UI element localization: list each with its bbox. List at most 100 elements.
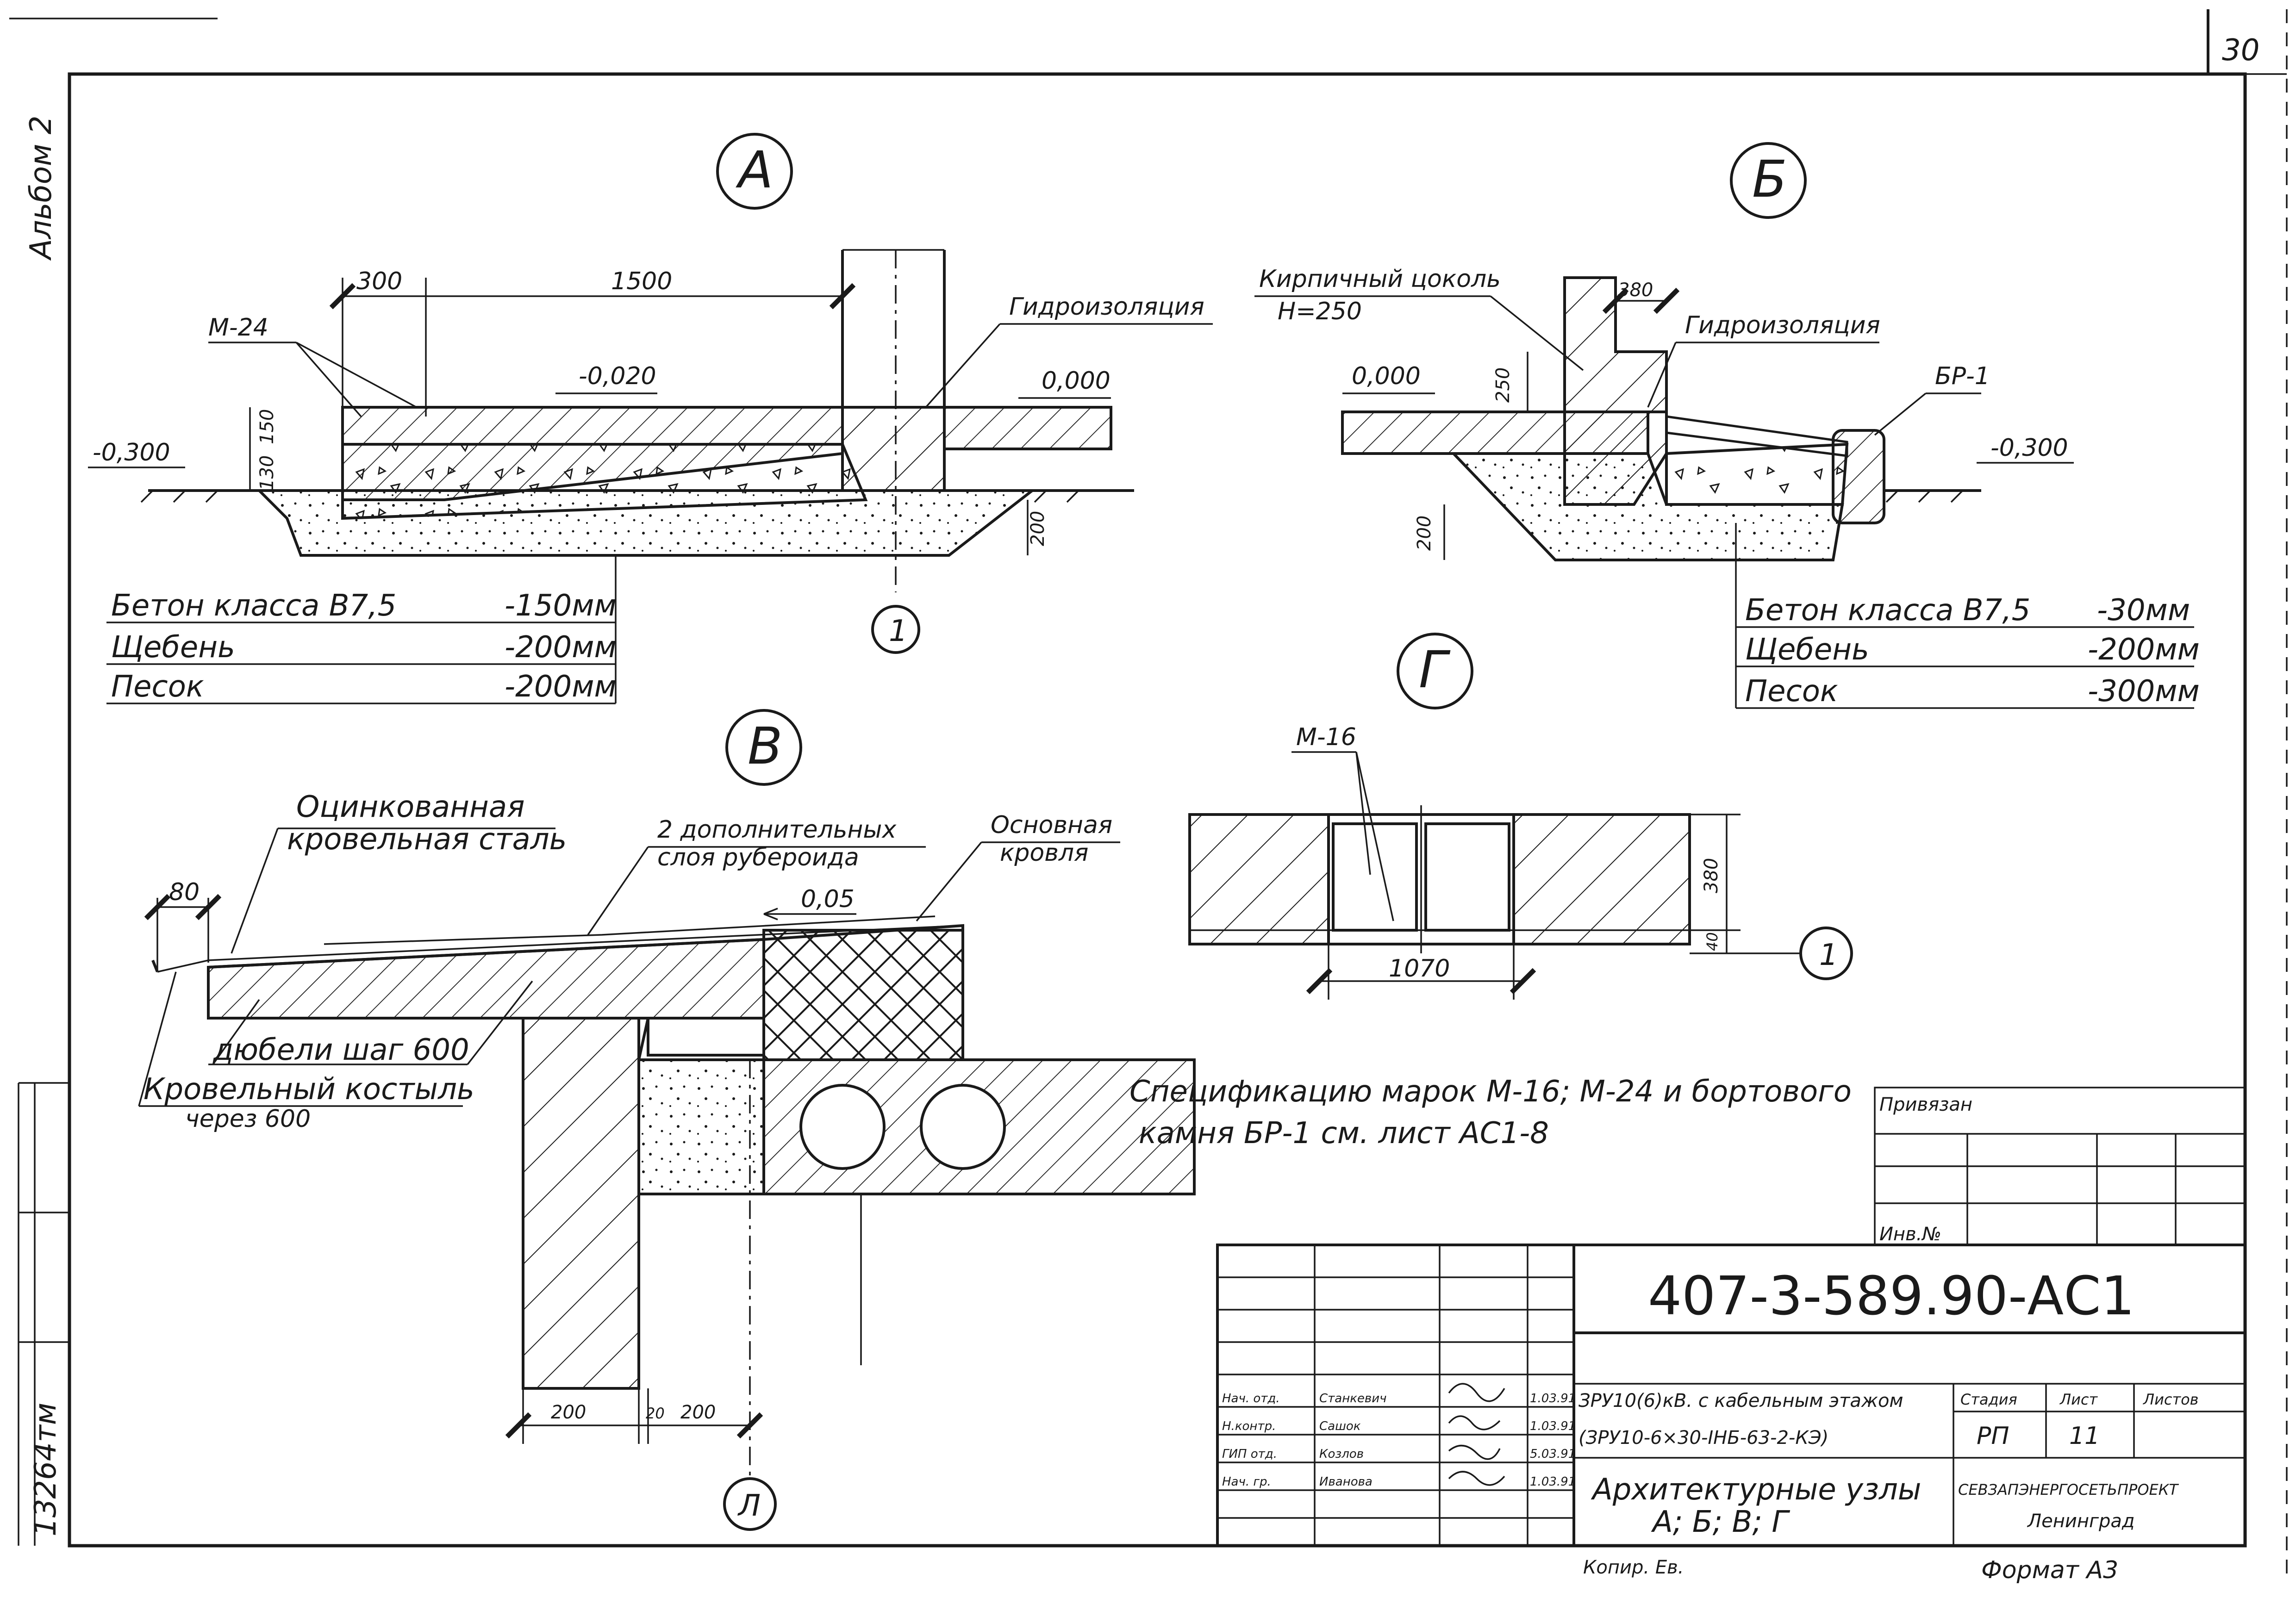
node-g-dim-40: 40 [1703, 932, 1721, 951]
node-v-steel-label-2: кровельная сталь [287, 822, 567, 857]
signature-4 [1448, 1471, 1505, 1486]
signer-name: Сашок [1319, 1419, 1361, 1433]
node-v-axis-l: Л [737, 1489, 761, 1523]
signer-date: 1.03.91 [1530, 1419, 1576, 1433]
sheets-header: Листов [2143, 1391, 2199, 1408]
page-number: 30 [2222, 33, 2259, 68]
node-a-floor-slab [943, 406, 1112, 450]
node-v-dim-80: 80 [169, 878, 200, 906]
project-line1: ЗРУ10(6)кВ. с кабельным этажом [1578, 1390, 1903, 1412]
node-a-axis-marker [871, 605, 920, 654]
node-b-dim-200: 200 [1414, 516, 1435, 551]
node-a-dim-300: 300 [356, 267, 402, 295]
stage-value: РП [1977, 1422, 2009, 1450]
signer-date: 1.03.91 [1530, 1392, 1576, 1405]
node-g-axis-1: 1 [1819, 938, 1838, 972]
node-b-dim-380: 380 [1618, 280, 1653, 301]
stamp-linked-label: Привязан [1879, 1094, 1972, 1115]
signer-role: Н.контр. [1222, 1419, 1276, 1433]
node-v-ruberoid-label: 2 дополнительных [657, 816, 897, 844]
node-g-dim-1070: 1070 [1389, 955, 1450, 983]
node-v-ruberoid-label-2: слоя рубероида [657, 844, 859, 871]
project-line2: (ЗРУ10-6×30-IНБ-63-2-КЭ) [1578, 1427, 1828, 1449]
org-city: Ленинград [2027, 1511, 2135, 1532]
node-b-plinth-height: Н=250 [1278, 298, 1362, 325]
node-v-steel-label: Оцинкованная [296, 790, 525, 824]
node-b-dim-250: 250 [1492, 367, 1514, 403]
node-b-plinth-label: Кирпичный цоколь [1259, 265, 1501, 293]
sheet-title-line1: Архитектурные узлы [1591, 1473, 1921, 1507]
node-g-dim-380: 380 [1701, 858, 1722, 893]
archive-code: 13264тм [29, 1403, 63, 1536]
node-g: Г М-16 380 40 1070 1 [1188, 633, 1853, 1000]
node-b-label: Б [1752, 149, 1787, 209]
node-a-waterproofing: Гидроизоляция [1009, 293, 1204, 321]
node-v-concrete [637, 1058, 765, 1195]
node-a-layer-thickness: -200мм [505, 630, 617, 665]
node-g-wall-left [1188, 813, 1330, 945]
signer-role: ГИП отд. [1222, 1447, 1277, 1461]
node-b-layer-name: Песок [1745, 674, 1838, 709]
node-a-mark-m24: М-24 [208, 314, 268, 342]
signer-role: Нач. гр. [1222, 1475, 1271, 1489]
node-b-layer-name: Бетон класса В7,5 [1745, 593, 2030, 628]
sheet-header: Лист [2059, 1391, 2098, 1408]
signature-2 [1448, 1415, 1501, 1430]
node-b-layer-thickness: -30мм [2097, 593, 2190, 628]
node-g-mark-m16: М-16 [1296, 723, 1356, 751]
node-v-crutch-2: через 600 [185, 1105, 311, 1133]
node-b: Б 380 250 200 Кирпичный цоколь Н=250 Гид… [1254, 142, 2200, 709]
node-b-mark-br1: БР-1 [1935, 362, 1990, 390]
node-v-ruberoid [324, 915, 936, 945]
node-a-axis-1: 1 [889, 614, 908, 648]
node-a-wall [841, 250, 946, 407]
node-a-layer-name: Бетон класса В7,5 [111, 589, 396, 623]
node-b-layer-thickness: -300мм [2088, 674, 2200, 709]
spec-note-line2: камня БР-1 см. лист АС1-8 [1139, 1116, 1549, 1150]
node-a-marker [716, 133, 793, 210]
node-a-layer-name: Песок [111, 670, 204, 704]
signature-3 [1448, 1444, 1501, 1460]
doc-code: 407-3-589.90-АС1 [1648, 1265, 2135, 1327]
node-v-marker [725, 709, 802, 786]
node-v-dowels: дюбели шаг 600 [212, 1033, 469, 1067]
sheet-frame [9, 9, 2288, 1573]
node-g-marker [1397, 633, 1473, 709]
node-v-roof-label-2: кровля [1000, 839, 1088, 867]
stamp-linked: Привязан Инв.№ [1874, 1087, 2246, 1246]
stage-header: Стадия [1960, 1391, 2017, 1408]
spec-note-line1: Спецификацию марок М-16; М-24 и бортовог… [1129, 1075, 1852, 1109]
node-a-dim-150: 150 [256, 409, 278, 444]
node-v-roof-label: Основная [991, 811, 1112, 839]
node-b-elev-minus-300: -0,300 [1990, 434, 2068, 462]
signer-name: Козлов [1319, 1447, 1364, 1461]
signer-role: Нач. отд. [1222, 1392, 1280, 1405]
node-b-elev-0000: 0,000 [1352, 362, 1421, 390]
node-v-insulation [762, 929, 964, 1061]
node-b-layer-thickness: -200мм [2088, 633, 2200, 667]
node-a-elev-minus-020: -0,020 [579, 362, 656, 390]
node-a-label: А [736, 140, 773, 199]
album-label: Альбом 2 [24, 116, 58, 261]
node-a-dim-1500: 1500 [611, 267, 672, 295]
sheet-title-line2: А; Б; В; Г [1651, 1505, 1790, 1539]
node-v: В 80 Оцинкованная кровельная сталь 2 доп… [138, 709, 1196, 1531]
signer-name: Станкевич [1319, 1392, 1387, 1405]
node-g-label: Г [1419, 640, 1451, 699]
signer-date: 1.03.91 [1530, 1475, 1576, 1489]
node-b-marker [1730, 142, 1807, 219]
node-a-layer-name: Щебень [111, 630, 235, 665]
node-a-dim-130: 130 [256, 455, 278, 491]
node-b-plinth [1563, 276, 1668, 413]
node-v-dim-200a: 200 [551, 1402, 586, 1423]
node-v-dim-20: 20 [646, 1405, 665, 1422]
node-a-dim-200: 200 [1027, 511, 1048, 546]
signer-date: 5.03.91 [1530, 1447, 1576, 1461]
node-a-elev-0000: 0,000 [1042, 367, 1111, 395]
node-g-wall-right [1512, 813, 1691, 945]
node-v-slope: 0,05 [801, 885, 855, 913]
node-b-waterproofing: Гидроизоляция [1685, 311, 1880, 339]
node-a-layer-thickness: -200мм [505, 670, 617, 704]
node-b-layer-name: Щебень [1745, 633, 1869, 667]
